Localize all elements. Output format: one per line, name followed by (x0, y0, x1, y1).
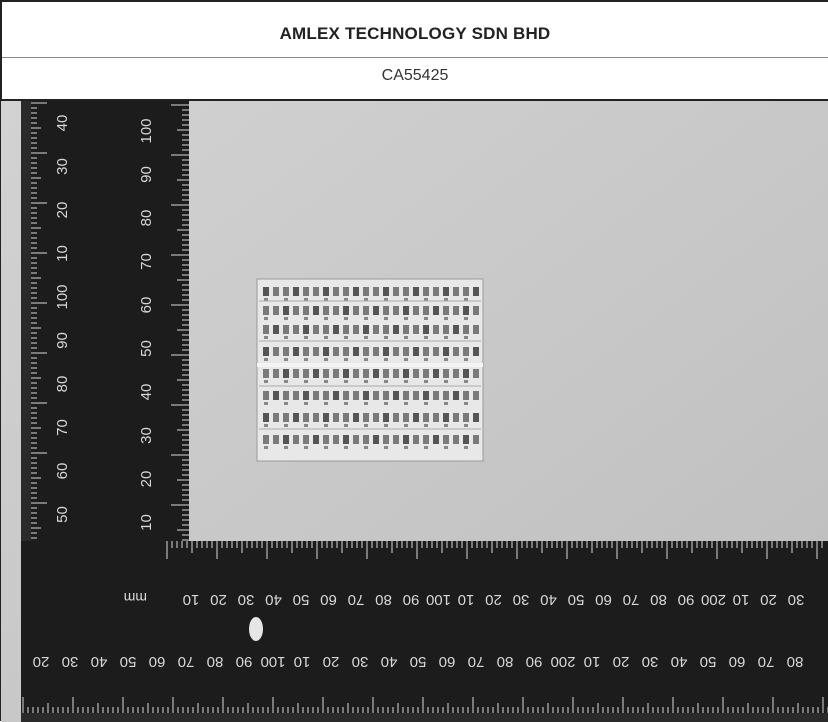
horizontal-ruler-label: 40 (540, 591, 557, 608)
horizontal-ruler-label: 10 (183, 591, 200, 608)
horizontal-ruler-label: 50 (293, 591, 310, 608)
horizontal-ruler-label: 30 (62, 653, 79, 670)
ruler-hole (249, 617, 263, 641)
horizontal-ruler-label: 80 (497, 653, 514, 670)
horizontal-ruler-label: 70 (623, 591, 640, 608)
vertical-ruler-label: 60 (54, 463, 71, 480)
horizontal-ruler-label: 10 (733, 591, 750, 608)
horizontal-ruler-label: 10 (458, 591, 475, 608)
horizontal-ruler-label: 20 (760, 591, 777, 608)
vertical-ruler-label: 90 (138, 166, 155, 183)
vertical-ruler-label: 80 (54, 376, 71, 393)
horizontal-ruler-label: 10 (584, 653, 601, 670)
vertical-ruler-label: 100 (54, 284, 71, 309)
vertical-ruler-label: 70 (54, 419, 71, 436)
vertical-ruler-label: 40 (54, 115, 71, 132)
vertical-ruler-label: 70 (138, 253, 155, 270)
vertical-ruler-label: 30 (138, 427, 155, 444)
horizontal-ruler-label: 80 (650, 591, 667, 608)
horizontal-ruler-label: 10 (294, 653, 311, 670)
horizontal-ruler-label: 80 (787, 653, 804, 670)
horizontal-ruler-label: 70 (348, 591, 365, 608)
product-photo: 100 90 80 70 60 50 40 30 20 100 40 30 20 10 100 90 80 70… (1, 101, 828, 722)
horizontal-ruler-label: 30 (642, 653, 659, 670)
horizontal-ruler-label: 60 (320, 591, 337, 608)
vertical-ruler-label: 30 (54, 158, 71, 175)
horizontal-ruler-label: 20 (485, 591, 502, 608)
horizontal-ruler-label: 80 (207, 653, 224, 670)
horizontal-ruler-label: 20 (613, 653, 630, 670)
horizontal-ruler-label: 60 (595, 591, 612, 608)
horizontal-ruler-label: 40 (381, 653, 398, 670)
horizontal-ruler-label: 30 (238, 591, 255, 608)
vertical-ruler-label: 10 (138, 514, 155, 531)
vertical-ruler-label: 80 (138, 210, 155, 227)
pcb-panel (256, 278, 484, 462)
horizontal-ruler-label: 100 (260, 653, 285, 670)
vertical-ruler-label: 90 (54, 332, 71, 349)
horizontal-ruler: mm 10 20 30 40 50 60 70 80 90 100 10 20 30 40 50 60 70 80… (21, 541, 828, 722)
header-divider (2, 57, 828, 58)
horizontal-ruler-label: 90 (403, 591, 420, 608)
horizontal-ruler-label: 90 (236, 653, 253, 670)
vertical-ruler-label: 20 (54, 202, 71, 219)
horizontal-ruler-label: 20 (33, 653, 50, 670)
horizontal-ruler-label: 50 (568, 591, 585, 608)
horizontal-ruler-label: 40 (265, 591, 282, 608)
vertical-ruler-label: 100 (138, 118, 155, 143)
horizontal-ruler-label: 30 (788, 591, 805, 608)
vertical-ruler-label: 60 (138, 297, 155, 314)
horizontal-ruler-label: 70 (178, 653, 195, 670)
horizontal-ruler-label: 60 (729, 653, 746, 670)
vertical-ruler-label: 10 (54, 245, 71, 262)
horizontal-ruler-label: 50 (120, 653, 137, 670)
vertical-ruler-label: 50 (138, 340, 155, 357)
horizontal-ruler-label: 100 (426, 591, 451, 608)
horizontal-ruler-label: 60 (149, 653, 166, 670)
horizontal-ruler-label: 90 (678, 591, 695, 608)
horizontal-ruler-label: 30 (513, 591, 530, 608)
horizontal-ruler-label: 80 (375, 591, 392, 608)
vertical-ruler-label: 50 (54, 506, 71, 523)
horizontal-ruler-label: 20 (323, 653, 340, 670)
horizontal-ruler-label: 50 (700, 653, 717, 670)
horizontal-ruler-label: 40 (671, 653, 688, 670)
company-name: AMLEX TECHNOLOGY SDN BHD (279, 24, 551, 43)
horizontal-ruler-label: 70 (758, 653, 775, 670)
horizontal-ruler-label: 70 (468, 653, 485, 670)
ruler-unit-label: mm (124, 590, 147, 606)
horizontal-ruler-label: 40 (91, 653, 108, 670)
horizontal-ruler-label: 30 (352, 653, 369, 670)
vertical-ruler-label: 40 (138, 384, 155, 401)
report-header: AMLEX TECHNOLOGY SDN BHD CA55425 (1, 1, 828, 101)
horizontal-ruler-label: 20 (210, 591, 227, 608)
horizontal-ruler-label: 90 (526, 653, 543, 670)
horizontal-ruler-label: 60 (439, 653, 456, 670)
horizontal-ruler-label: 50 (410, 653, 427, 670)
vertical-ruler-label: 20 (138, 471, 155, 488)
horizontal-ruler-label: 200 (701, 591, 726, 608)
horizontal-ruler-label: 200 (550, 653, 575, 670)
sample-code: CA55425 (381, 67, 449, 84)
